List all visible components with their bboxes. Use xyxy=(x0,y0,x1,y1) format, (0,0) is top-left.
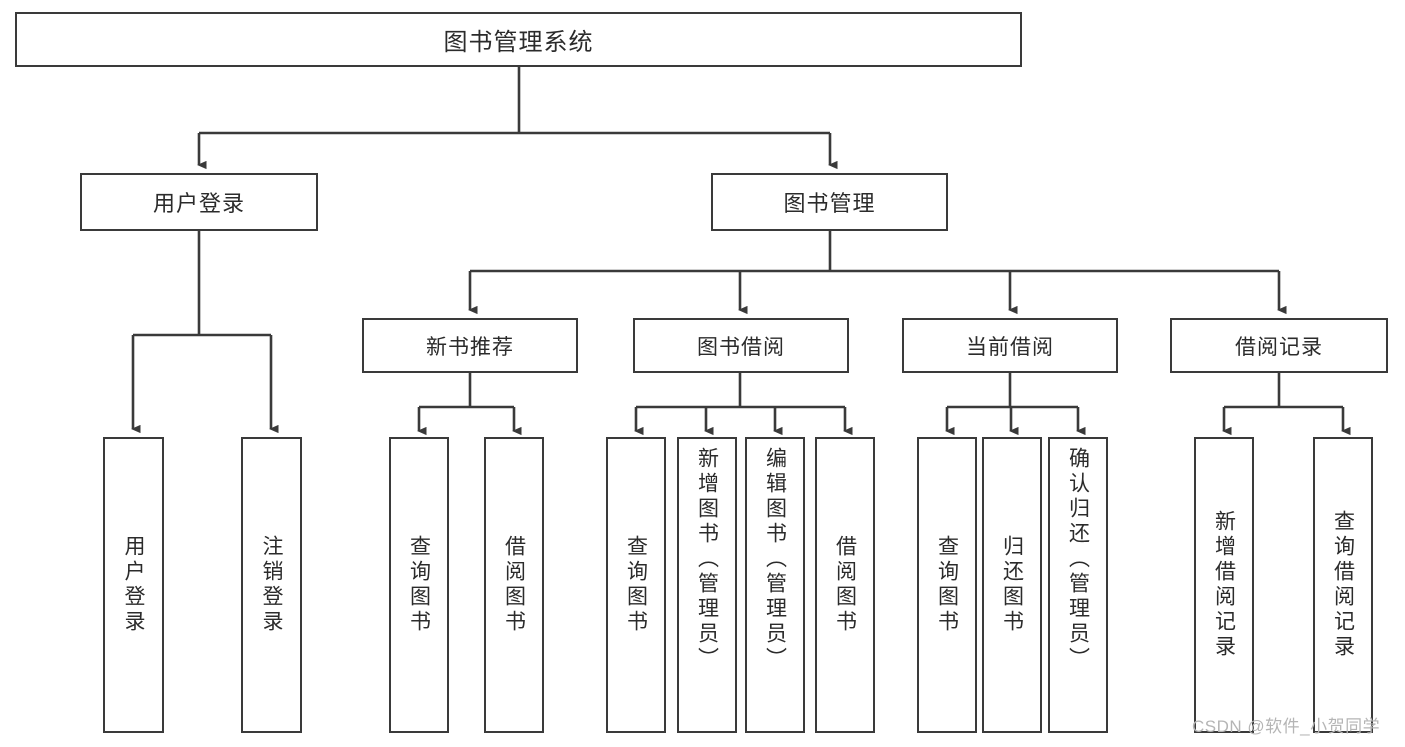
node-leaf-return-book-label: 归还图书 xyxy=(1000,535,1024,635)
node-new-book-recommend[interactable]: 新书推荐 xyxy=(362,318,578,373)
node-current-borrow[interactable]: 当前借阅 xyxy=(902,318,1118,373)
node-leaf-query-book-1-label: 查询图书 xyxy=(407,535,431,635)
node-leaf-query-book-1[interactable]: 查询图书 xyxy=(389,437,449,733)
node-leaf-query-record[interactable]: 查询借阅记录 xyxy=(1313,437,1373,733)
node-leaf-logout-label: 注销登录 xyxy=(260,535,283,635)
node-leaf-borrow-book-2-label: 借阅图书 xyxy=(833,535,857,635)
node-leaf-query-book-3-label: 查询图书 xyxy=(935,535,959,635)
csdn-watermark: CSDN @软件_小贺同学 xyxy=(1192,717,1381,736)
node-leaf-edit-book[interactable]: 编辑图书（管理员） xyxy=(745,437,805,733)
node-leaf-add-record[interactable]: 新增借阅记录 xyxy=(1194,437,1254,733)
node-book-borrow-label: 图书借阅 xyxy=(697,335,785,359)
node-leaf-query-record-label: 查询借阅记录 xyxy=(1331,510,1355,660)
node-leaf-add-book-label: 新增图书（管理员） xyxy=(695,447,719,672)
node-leaf-logout[interactable]: 注销登录 xyxy=(241,437,302,733)
node-leaf-add-book[interactable]: 新增图书（管理员） xyxy=(677,437,737,733)
node-leaf-query-book-2[interactable]: 查询图书 xyxy=(606,437,666,733)
node-book-management[interactable]: 图书管理 xyxy=(711,173,948,231)
node-leaf-borrow-book-2[interactable]: 借阅图书 xyxy=(815,437,875,733)
node-root-label: 图书管理系统 xyxy=(443,29,594,56)
node-new-book-recommend-label: 新书推荐 xyxy=(426,335,514,359)
node-leaf-borrow-book-1[interactable]: 借阅图书 xyxy=(484,437,544,733)
node-leaf-return-book[interactable]: 归还图书 xyxy=(982,437,1042,733)
node-leaf-confirm-return[interactable]: 确认归还（管理员） xyxy=(1048,437,1108,733)
node-book-borrow[interactable]: 图书借阅 xyxy=(633,318,849,373)
node-borrow-record-label: 借阅记录 xyxy=(1235,335,1323,359)
node-leaf-query-book-3[interactable]: 查询图书 xyxy=(917,437,977,733)
node-leaf-user-login-label: 用户登录 xyxy=(122,535,145,635)
node-leaf-query-book-2-label: 查询图书 xyxy=(624,535,648,635)
node-leaf-add-record-label: 新增借阅记录 xyxy=(1212,510,1236,660)
node-user-login-label: 用户登录 xyxy=(152,191,245,216)
node-leaf-user-login[interactable]: 用户登录 xyxy=(103,437,164,733)
node-user-login[interactable]: 用户登录 xyxy=(80,173,318,231)
node-leaf-borrow-book-1-label: 借阅图书 xyxy=(502,535,526,635)
node-borrow-record[interactable]: 借阅记录 xyxy=(1170,318,1388,373)
node-leaf-confirm-return-label: 确认归还（管理员） xyxy=(1066,447,1090,672)
node-leaf-edit-book-label: 编辑图书（管理员） xyxy=(763,447,787,672)
node-current-borrow-label: 当前借阅 xyxy=(966,335,1054,359)
node-root[interactable]: 图书管理系统 xyxy=(15,12,1022,67)
node-book-management-label: 图书管理 xyxy=(783,191,876,216)
